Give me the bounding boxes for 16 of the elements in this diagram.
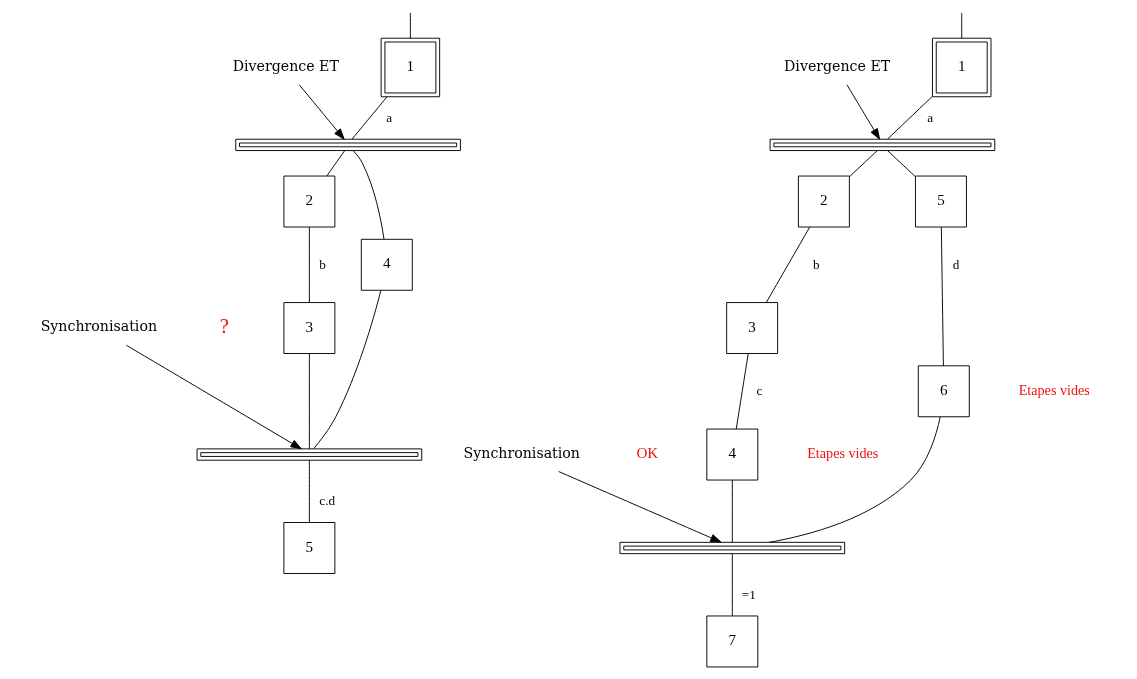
edge-label: d bbox=[952, 256, 959, 272]
edge-label: c bbox=[755, 383, 762, 399]
edge-label: a bbox=[385, 109, 392, 125]
edge-label: b bbox=[318, 256, 326, 272]
node-text: Synchronisation bbox=[463, 444, 580, 461]
edge-label: a bbox=[926, 109, 933, 125]
label: OK bbox=[635, 445, 658, 462]
node-text: Synchronisation bbox=[40, 318, 157, 335]
node-label: Etapes vides bbox=[806, 444, 878, 461]
node-text: Divergence ET bbox=[783, 57, 890, 74]
edge-label: c.d bbox=[318, 493, 335, 509]
edge-label: b bbox=[812, 256, 820, 272]
node-label: Etapes vides bbox=[1018, 381, 1090, 398]
label: ? bbox=[219, 315, 229, 338]
edge-label: =1 bbox=[741, 586, 756, 602]
node-text: Divergence ET bbox=[232, 57, 339, 74]
